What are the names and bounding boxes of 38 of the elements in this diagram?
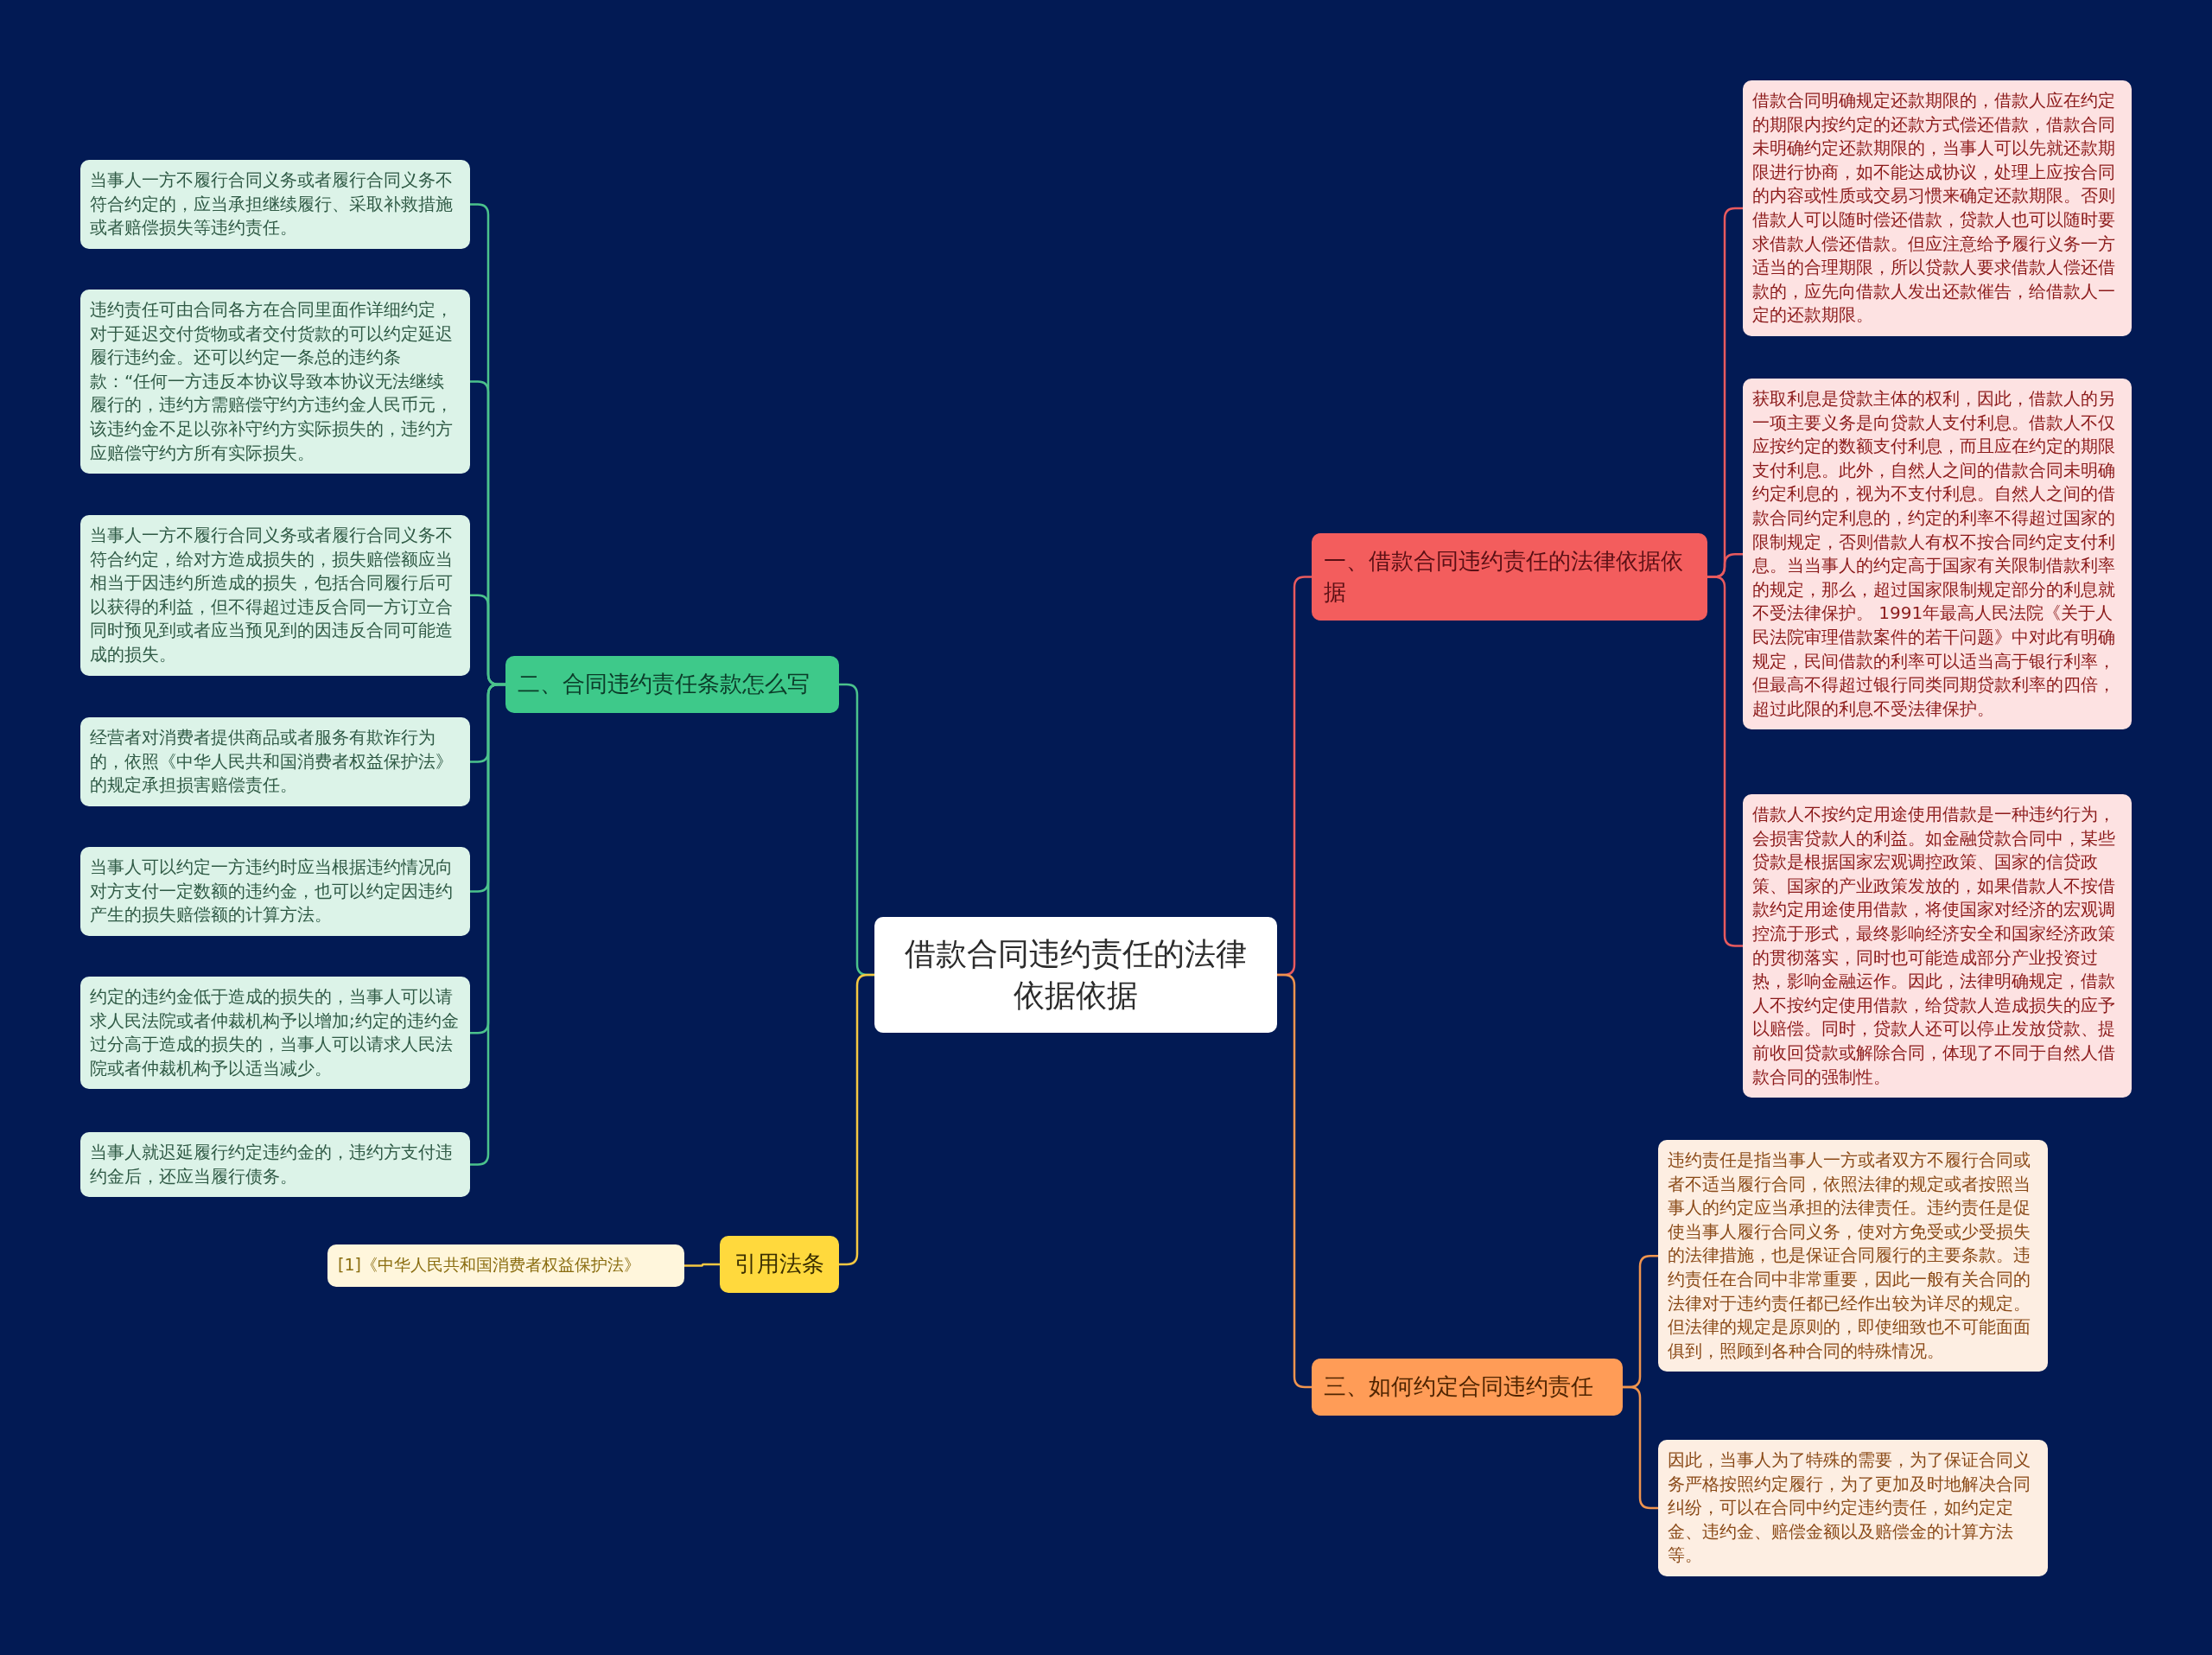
branch-topic-text: 一、借款合同违约责任的法律依据依据: [1324, 547, 1684, 607]
branch-topic-box: [1312, 533, 1707, 621]
subtopic-text: 违约责任可由合同各方在合同里面作详细约定，对于延迟交付货物或者交付货款的可以约定延迟履行违约金。还可以约定一条总的违约条款：“任何一方违反本协议导致本协议无法继续履行的，违约方需赔偿守约方违约金人民币元，该违约金不足以弥补守约方实际损失的，违约方应赔偿守约方所有实际损失。: [90, 298, 454, 465]
subtopic-box: [80, 515, 470, 676]
branch-topic-text: 二、合同违约责任条款怎么写: [518, 670, 810, 698]
branch-topic-text: 三、如何约定合同违约责任: [1324, 1372, 1594, 1401]
subtopic-box: [80, 847, 470, 936]
connector-line: [684, 1263, 720, 1267]
subtopic-box: [327, 1244, 684, 1287]
connector-line: [839, 973, 874, 1266]
branch-topic-text: 引用法条: [734, 1250, 825, 1278]
subtopic-text: 当事人就迟延履行约定违约金的，违约方支付违约金后，还应当履行债务。: [90, 1141, 454, 1188]
branch-topic-box: [1312, 1359, 1623, 1416]
central-topic-box: [874, 917, 1277, 1033]
subtopic-text: [1]《中华人民共和国消费者权益保护法》: [338, 1254, 641, 1276]
subtopic-text: 经营者对消费者提供商品或者服务有欺诈行为的，依照《中华人民共和国消费者权益保护法》的规定承担损害赔偿责任。: [90, 726, 454, 798]
branch-topic-box: [720, 1236, 839, 1293]
subtopic-box: [80, 717, 470, 806]
subtopic-box: [80, 977, 470, 1090]
subtopic-text: 当事人一方不履行合同义务或者履行合同义务不符合约定的，应当承担继续履行、采取补救措施或者赔偿损失等违约责任。: [90, 169, 454, 240]
connector-line: [1707, 576, 1743, 947]
subtopic-box: [80, 1132, 470, 1198]
subtopic-text: 当事人可以约定一方违约时应当根据违约情况向对方支付一定数额的违约金，也可以约定因违约产生的损失赔偿额的计算方法。: [90, 856, 454, 927]
central-topic-text: 借款合同违约责任的法律依据依据: [904, 935, 1248, 1015]
subtopic-box: [80, 160, 470, 249]
subtopic-text: 因此，当事人为了特殊的需要，为了保证合同义务严格按照约定履行，为了更加及时地解决合同纠纷，可以在合同中约定违约责任，如约定定金、违约金、赔偿金额以及赔偿金的计算方法等。: [1668, 1448, 2031, 1568]
connector-line: [470, 683, 505, 1166]
subtopic-text: 获取利息是贷款主体的权利，因此，借款人的另一项主要义务是向贷款人支付利息。借款人不仅应按约定的数额支付利息，而且应在约定的期限支付利息。此外，自然人之间的借款合同未明确约定利息的，视为不支付利息。自然人之间的借款合同约定利息的，约定的利率不得超过国家的限制规定，否则借款人有权不按合同约定支付利息。当当事人的约定高于国家有关限制借款利率的规定，那么，超过国家限制规定部分的利息就不受法律保护。 1991年最高人民法院《关于人民法院审理借款案件的若干问题》中对此有明确规定，民间借款的利率可以适当高于银行利率，但最高不得超过银行同类同期贷款利率的四倍，超过此限的利息不受法律保护。: [1752, 387, 2116, 721]
subtopic-text: 违约责任是指当事人一方或者双方不履行合同或者不适当履行合同，依照法律的规定或者按照当事人的约定应当承担的法律责任。违约责任是促使当事人履行合同义务，使对方免受或少受损失的法律措施，也是保证合同履行的主要条款。违约责任在合同中非常重要，因此一般有关合同的法律对于违约责任都已经作出较为详尽的规定。但法律的规定是原则的，即使细致也不可能面面俱到，照顾到各种合同的特殊情况。: [1668, 1149, 2031, 1363]
subtopic-box: [1658, 1440, 2048, 1576]
subtopic-box: [80, 290, 470, 474]
subtopic-text: 借款人不按约定用途使用借款是一种违约行为，会损害贷款人的利益。如金融贷款合同中，某些贷款是根据国家宏观调控政策、国家的信贷政策、国家的产业政策发放的，如果借款人不按借款约定用途使用借款，将使国家对经济的宏观调控流于形式，最终影响经济安全和国家经济政策的贯彻落实，同时也可能造成部分产业投资过热，影响金融运作。因此，法律明确规定，借款人不按约定使用借款，给贷款人造成损失的应予以赔偿。同时，贷款人还可以停止发放贷款、提前收回贷款或解除合同，体现了不同于自然人借款合同的强制性。: [1752, 803, 2116, 1089]
subtopic-text: 约定的违约金低于造成的损失的，当事人可以请求人民法院或者仲裁机构予以增加;约定的违约金过分高于造成的损失的，当事人可以请求人民法院或者仲裁机构予以适当减少。: [90, 985, 460, 1080]
connector-line: [1277, 973, 1312, 1389]
connector-line: [1623, 1385, 1658, 1510]
subtopic-text: 借款合同明确规定还款期限的，借款人应在约定的期限内按约定的还款方式偿还借款，借款合同未明确约定还款期限的，当事人可以先就还款期限进行协商，如不能达成协议，处理上应按合同的内容或性质或交易习惯来确定还款期限。否则借款人可以随时偿还借款，贷款人也可以随时要求借款人偿还借款。但应注意给予履行义务一方适当的合理期限，所以贷款人要求借款人偿还借款的，应先向借款人发出还款催告，给借款人一定的还款期限。: [1752, 89, 2116, 328]
branch-topic-box: [505, 656, 839, 713]
subtopic-text: 当事人一方不履行合同义务或者履行合同义务不符合约定，给对方造成损失的，损失赔偿额应当相当于因违约所造成的损失，包括合同履行后可以获得的利益，但不得超过违反合同一方订立合同时预见到或者应当预见到的因违反合同可能造成的损失。: [90, 524, 454, 666]
